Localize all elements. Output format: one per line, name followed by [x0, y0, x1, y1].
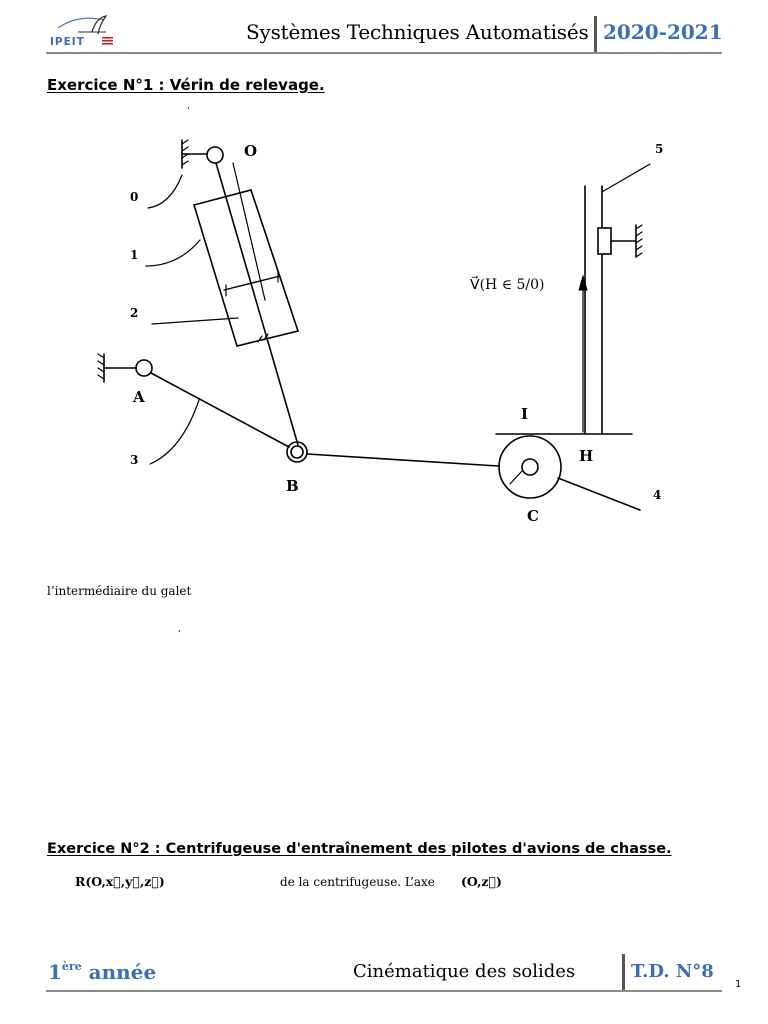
ipeit-logo-graphic: IPEIT	[50, 15, 113, 48]
ground-5-hatch	[635, 224, 643, 258]
link-4	[306, 453, 499, 467]
rod-5	[584, 185, 603, 435]
leader-5	[601, 163, 651, 193]
pivot-a	[135, 359, 153, 377]
label-part-1: 1	[130, 248, 138, 262]
velocity-label: V⃗(H ∈ 5/0)	[470, 275, 545, 293]
ground-o-hatch	[181, 139, 189, 166]
leader-2	[151, 317, 239, 325]
slider-5	[597, 227, 612, 255]
cylinder-rod	[215, 162, 299, 446]
label-h: H	[579, 447, 593, 465]
piston	[223, 275, 281, 291]
leader-0	[147, 174, 183, 209]
rod-inner	[232, 162, 266, 301]
label-part-5: 5	[655, 142, 663, 156]
footer-course: Cinématique des solides	[353, 961, 576, 982]
footer-year-word: année	[81, 960, 157, 984]
exercise2-heading: Exercice N°2 : Centrifugeuse d'entraînem…	[47, 841, 672, 857]
label-i: I	[521, 405, 528, 423]
footer-year-number: 1	[48, 960, 62, 984]
header-rule	[46, 52, 722, 54]
exercise1-heading: Exercice N°1 : Vérin de relevage.	[47, 76, 325, 94]
leader-4	[557, 477, 641, 511]
roller-c-spoke	[509, 470, 523, 485]
exercise1-mark-bottom: ,	[178, 624, 181, 634]
label-part-3: 3	[130, 453, 138, 467]
roller-c	[498, 435, 562, 499]
pivot-b-inner	[290, 445, 304, 459]
footer-year-suffix: ère	[61, 960, 82, 973]
label-part-4: 4	[653, 488, 661, 502]
cylinder-body	[192, 189, 300, 347]
rod-seal	[257, 333, 269, 343]
exercise2-axis-notation: (O,z⃗)	[461, 874, 502, 889]
ground-a-hatch	[97, 353, 105, 380]
header-year: 2020-2021	[603, 20, 723, 44]
mechanism-diagram: O A B C H I 0 1 2 3 4 5 V⃗(H ∈ 5/0)	[97, 139, 663, 525]
label-b: B	[286, 477, 299, 495]
footer-rule	[46, 990, 722, 992]
footer-td-number: T.D. N°8	[631, 961, 714, 982]
exercise2-text: de la centrifugeuse. L’axe	[280, 875, 435, 889]
lever-3	[150, 372, 290, 448]
piston-edges	[225, 270, 279, 297]
pivot-b-outer	[286, 441, 308, 463]
header-divider	[594, 16, 597, 54]
footer-year-level: 1ère année	[48, 960, 156, 984]
label-a: A	[132, 388, 145, 406]
label-part-0: 0	[130, 190, 138, 204]
ipeit-logo: IPEIT	[48, 10, 118, 50]
label-o: O	[244, 142, 257, 160]
leader-1	[145, 239, 201, 267]
velocity-arrow-head	[578, 274, 588, 291]
exercise1-text: l’intermédiaire du galet	[47, 584, 192, 598]
exercise1-mark-top: ,	[187, 101, 190, 111]
header-title: Systèmes Techniques Automatisés	[246, 20, 589, 44]
exercise2-frame-notation: R(O,x⃗,y⃗,z⃗)	[75, 874, 165, 889]
page-number: 1	[735, 979, 742, 990]
leader-3	[149, 399, 200, 465]
roller-c-hub	[521, 458, 539, 476]
logo-text: IPEIT	[50, 36, 85, 48]
pivot-o	[206, 146, 224, 164]
label-part-2: 2	[130, 306, 138, 320]
footer-divider	[622, 954, 625, 992]
label-c: C	[527, 507, 539, 525]
